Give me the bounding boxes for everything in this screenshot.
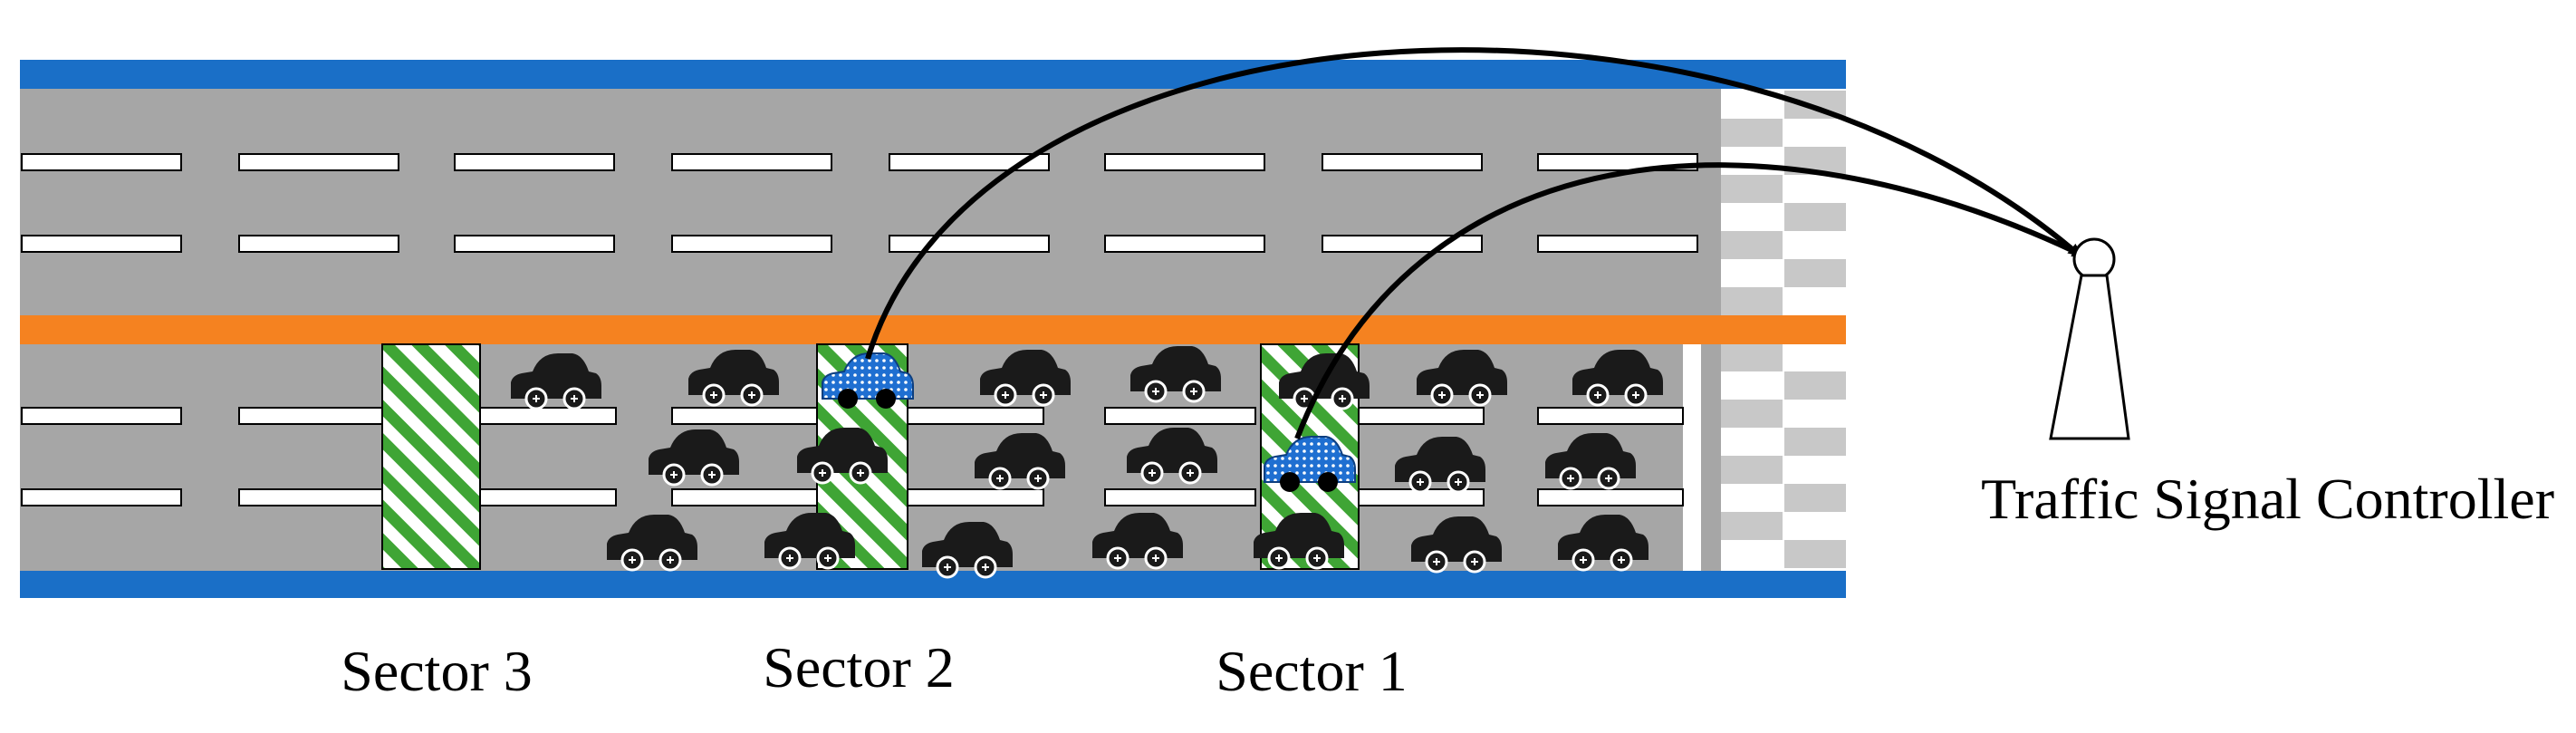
- lane-dash: [1358, 407, 1485, 425]
- communication-arc-sector-2: [865, 47, 2081, 360]
- lane-dash: [21, 488, 182, 506]
- lane-dash: [1104, 407, 1256, 425]
- lane-markings: [21, 153, 1698, 506]
- crosswalk-tile: [1784, 371, 1846, 400]
- sector-3-label: Sector 3: [341, 639, 533, 703]
- median-strip: [20, 315, 1846, 344]
- traffic-signal-controller-icon: [2049, 237, 2130, 440]
- lane-dash: [21, 235, 182, 253]
- communication-arc-sector-1: [1294, 162, 2085, 440]
- crosswalk-tile: [1721, 400, 1783, 428]
- crosswalk-tile: [1721, 343, 1783, 371]
- lane-dash: [671, 235, 832, 253]
- lane-dash: [889, 235, 1050, 253]
- sector-3-zone: [381, 343, 481, 570]
- lane-dash: [454, 153, 615, 171]
- lane-dash: [1104, 488, 1256, 506]
- crosswalk-tile: [1784, 259, 1846, 287]
- crosswalk-tile: [1721, 175, 1783, 203]
- lane-dash: [907, 407, 1044, 425]
- controller-label: Traffic Signal Controller: [1981, 467, 2554, 531]
- lane-dash: [238, 407, 383, 425]
- sector-1-label: Sector 1: [1216, 639, 1408, 703]
- lane-dash: [1537, 488, 1684, 506]
- road-edge-top: [20, 60, 1846, 89]
- lane-dash: [889, 153, 1050, 171]
- lane-dash: [1104, 153, 1265, 171]
- lane-dash: [21, 153, 182, 171]
- lane-dash: [671, 153, 832, 171]
- lane-dash: [21, 407, 182, 425]
- lane-dash: [1104, 235, 1265, 253]
- crosswalk-tile: [1721, 119, 1783, 147]
- crosswalk-tile: [1721, 512, 1783, 540]
- lane-dash: [907, 488, 1044, 506]
- stop-line: [1683, 342, 1701, 571]
- crosswalk-tile: [1784, 484, 1846, 512]
- crosswalk-tile: [1721, 456, 1783, 484]
- crosswalk-tile: [1721, 287, 1783, 315]
- lane-dash: [1537, 407, 1684, 425]
- crosswalk-tile: [1784, 540, 1846, 568]
- lane-dash: [238, 235, 399, 253]
- lane-dash: [1537, 235, 1698, 253]
- lane-dash: [671, 407, 818, 425]
- lane-dash: [238, 153, 399, 171]
- lane-dash: [1322, 153, 1483, 171]
- crosswalk-tile: [1784, 428, 1846, 456]
- lane-dash: [454, 235, 615, 253]
- lane-dash: [671, 488, 818, 506]
- sector-2-label: Sector 2: [763, 635, 955, 699]
- road-edge-bottom: [20, 571, 1846, 598]
- lane-dash: [479, 488, 617, 506]
- crosswalk-tile: [1721, 231, 1783, 259]
- crosswalk-tile: [1784, 203, 1846, 231]
- lane-dash: [479, 407, 617, 425]
- lane-dash: [238, 488, 383, 506]
